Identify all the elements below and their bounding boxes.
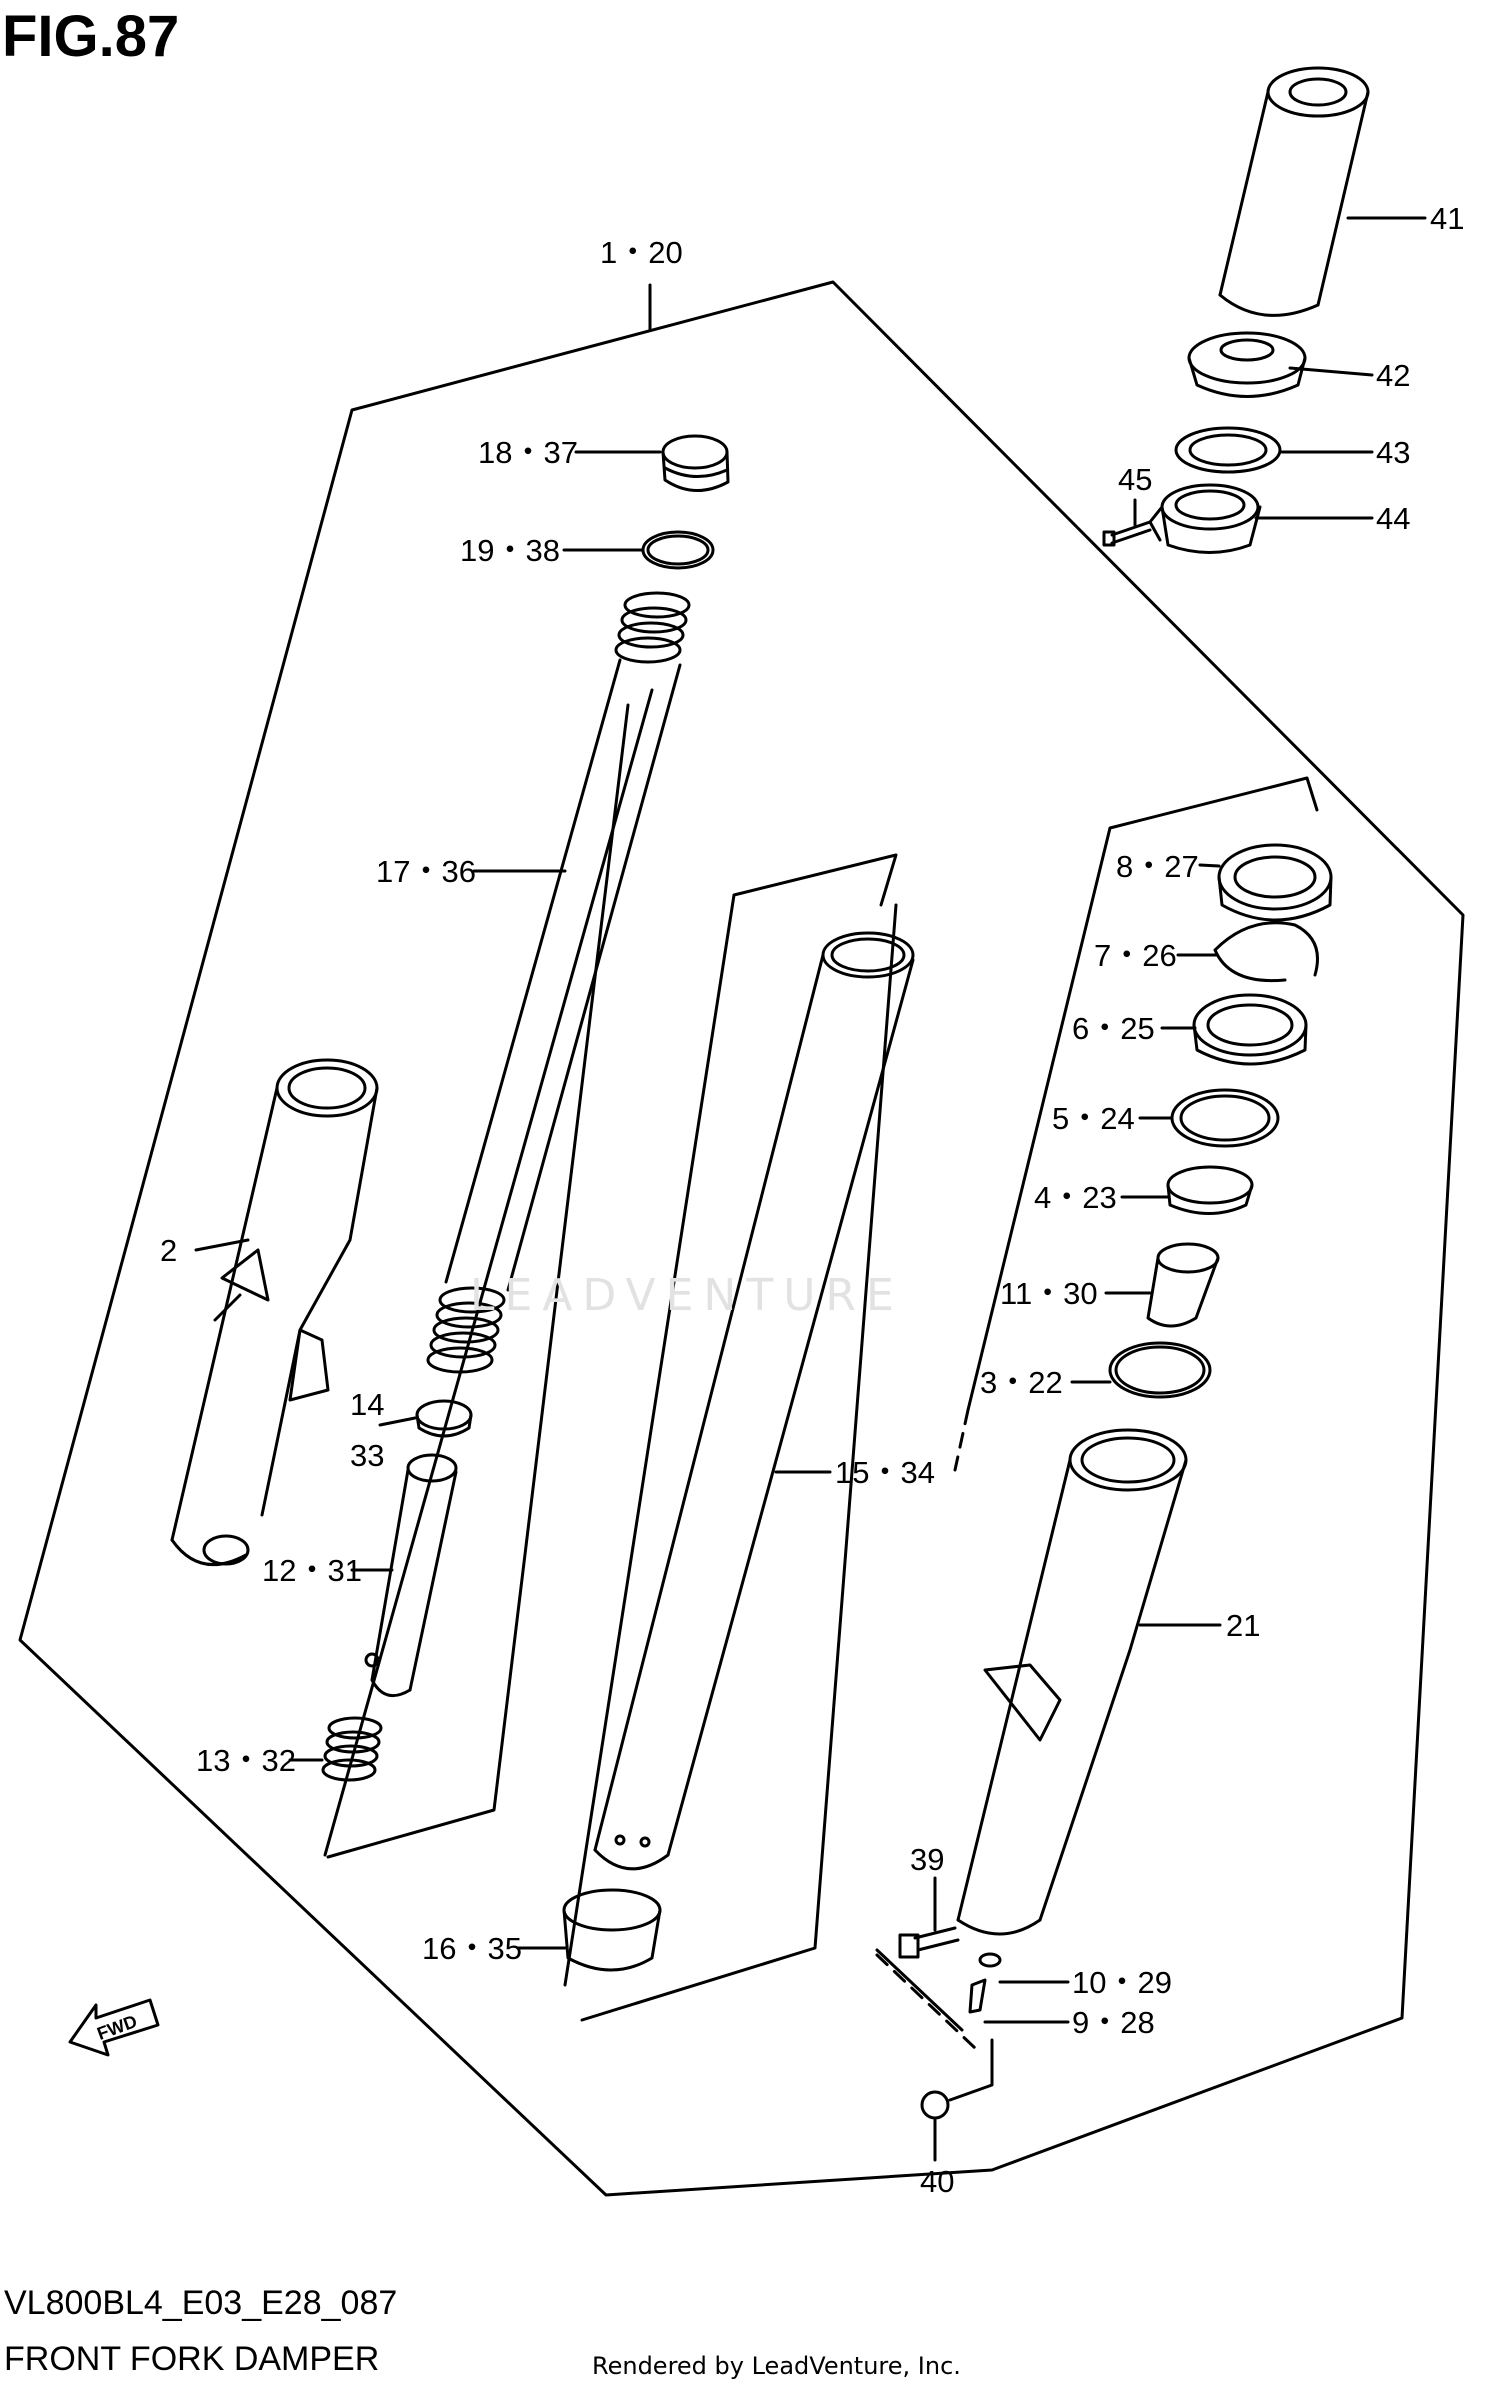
callout-18-37: 18・37 — [478, 435, 578, 470]
callout-4-23: 4・23 — [1034, 1180, 1117, 1215]
callout-14: 14 — [350, 1387, 384, 1422]
part-3-ring — [1108, 1341, 1212, 1399]
callout-43: 43 — [1376, 435, 1410, 470]
right-dash — [875, 1408, 977, 2050]
part-7-clip — [1213, 921, 1319, 983]
bottom-dash — [948, 2038, 994, 2102]
part-17-spring — [426, 591, 691, 1374]
callout-3-22: 3・22 — [980, 1365, 1063, 1400]
part-4-bushing — [1166, 1165, 1254, 1215]
callout-13-32: 13・32 — [196, 1743, 296, 1778]
leader-14 — [378, 1416, 417, 1427]
callout-6-25: 6・25 — [1072, 1011, 1155, 1046]
assembly-outline — [18, 280, 1465, 2197]
part-16-bushing — [562, 1888, 662, 1972]
model-code: VL800BL4_E03_E28_087 — [4, 2284, 398, 2322]
callout-39: 39 — [910, 1842, 944, 1877]
callout-7-26: 7・26 — [1094, 938, 1177, 973]
part-15-inner-tube — [593, 931, 915, 1871]
callout-42: 42 — [1376, 358, 1410, 393]
callout-45: 45 — [1118, 462, 1152, 497]
right-assembly-outline — [875, 776, 1319, 2032]
part-18-cap — [661, 434, 730, 492]
part-12-rod — [364, 1453, 458, 1698]
callout-8-27: 8・27 — [1116, 849, 1199, 884]
leader-2 — [194, 1238, 250, 1252]
callout-17-36: 17・36 — [376, 854, 476, 889]
part-5-washer — [1170, 1088, 1280, 1148]
callout-2: 2 — [160, 1233, 177, 1268]
part-40-plug — [920, 2090, 950, 2120]
callout-33: 33 — [350, 1438, 384, 1473]
callout-19-38: 19・38 — [460, 533, 560, 568]
part-45-bolt — [1102, 520, 1152, 547]
part-41-tube — [1218, 66, 1370, 317]
callout-1-20: 1・20 — [600, 235, 683, 270]
part-13-spring — [321, 1716, 383, 1782]
part-39-bolt — [898, 1926, 960, 1959]
callout-40: 40 — [920, 2164, 954, 2199]
figure-title: FIG.87 — [2, 4, 180, 69]
rendered-by-credit: Rendered by LeadVenture, Inc. — [592, 2352, 961, 2380]
part-6-seal — [1192, 993, 1308, 1066]
part-9-screw — [968, 1978, 987, 2014]
callout-12-31: 12・31 — [262, 1553, 362, 1588]
section-title: FRONT FORK DAMPER — [4, 2340, 380, 2378]
callout-10-29: 10・29 — [1072, 1965, 1172, 2000]
inner-outline-a — [326, 703, 630, 1859]
part-8-seal — [1217, 843, 1333, 922]
part-44-clamp — [1148, 483, 1262, 554]
callout-11-30: 11・30 — [1000, 1276, 1098, 1311]
callout-44: 44 — [1376, 501, 1410, 536]
part-2-slider — [170, 1058, 379, 1567]
part-14-ring — [415, 1399, 473, 1438]
inner-rod-outline — [323, 688, 654, 1857]
part-43-washer — [1174, 426, 1282, 474]
callout-41: 41 — [1430, 201, 1464, 236]
inner-tube-outline — [563, 853, 898, 2022]
callout-9-28: 9・28 — [1072, 2005, 1155, 2040]
callout-16-35: 16・35 — [422, 1931, 522, 1966]
part-19-oring — [641, 530, 715, 570]
callout-21: 21 — [1226, 1608, 1260, 1643]
callout-5-24: 5・24 — [1052, 1101, 1135, 1136]
watermark-text: LEADVENTURE — [470, 1270, 904, 1321]
leader-42 — [1288, 366, 1374, 377]
part-10-washer — [978, 1952, 1002, 1968]
callout-15-34: 15・34 — [835, 1455, 935, 1490]
part-21-outer-slider — [956, 1428, 1188, 1936]
fwd-arrow-icon — [68, 1998, 160, 2057]
part-11-collar — [1146, 1242, 1220, 1328]
leader-8-27 — [1198, 863, 1221, 868]
part-42-cap — [1187, 331, 1307, 398]
